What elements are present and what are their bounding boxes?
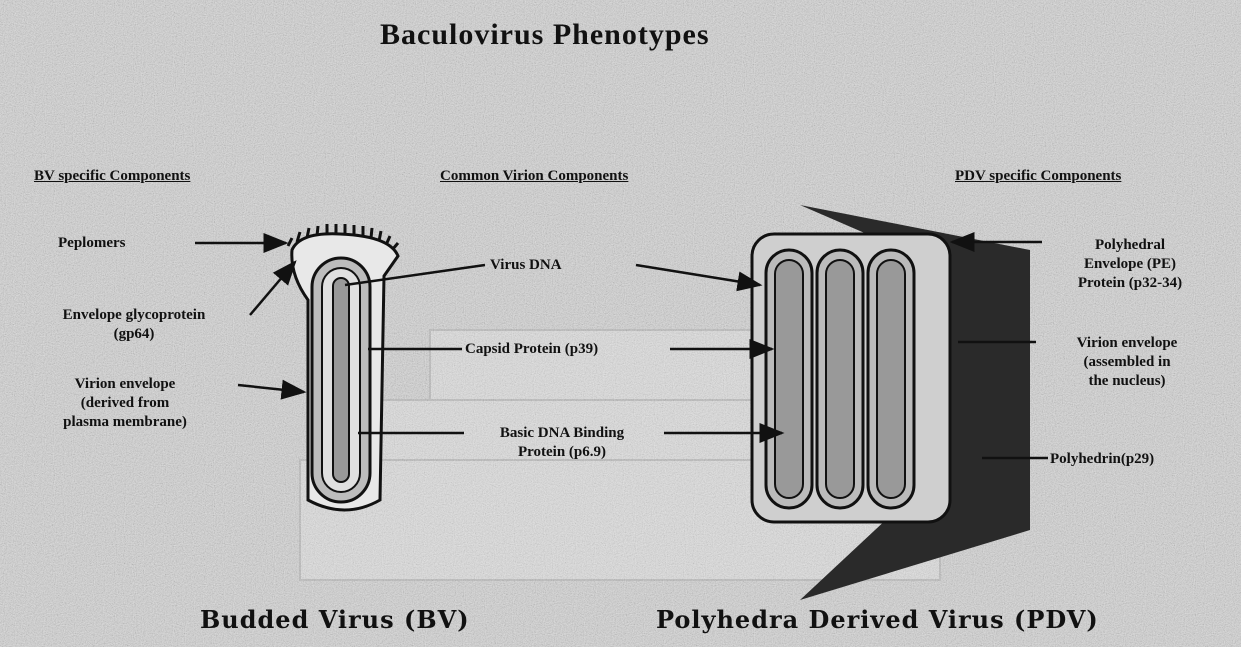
caption-budded-virus: Budded Virus (BV) [200,605,470,634]
common-header: Common Virion Components [440,168,628,185]
polyhedra-shape [752,205,1030,600]
pdv-header: PDV specific Components [955,168,1121,185]
label-pdv-virion-envelope: Virion envelope (assembled in the nucleu… [1036,334,1218,391]
label-capsid-protein: Capsid Protein (p39) [465,340,598,359]
budded-virus-shape [288,224,398,510]
label-basic-dna-binding: Basic DNA Binding Protein (p6.9) [462,424,662,462]
label-virus-dna: Virus DNA [490,256,562,275]
pdv-nucleocapsids [766,250,914,508]
label-peplomers: Peplomers [58,234,125,253]
label-polyhedral-envelope: Polyhedral Envelope (PE) Protein (p32-34… [1040,236,1220,293]
label-envelope-glycoprotein: Envelope glycoprotein (gp64) [14,306,254,344]
diagram-title: Baculovirus Phenotypes [380,18,710,52]
label-bv-virion-envelope: Virion envelope (derived from plasma mem… [20,375,230,432]
bv-header: BV specific Components [34,168,190,185]
caption-polyhedra-derived-virus: Polyhedra Derived Virus (PDV) [656,605,1099,634]
label-polyhedrin: Polyhedrin(p29) [1050,450,1154,469]
